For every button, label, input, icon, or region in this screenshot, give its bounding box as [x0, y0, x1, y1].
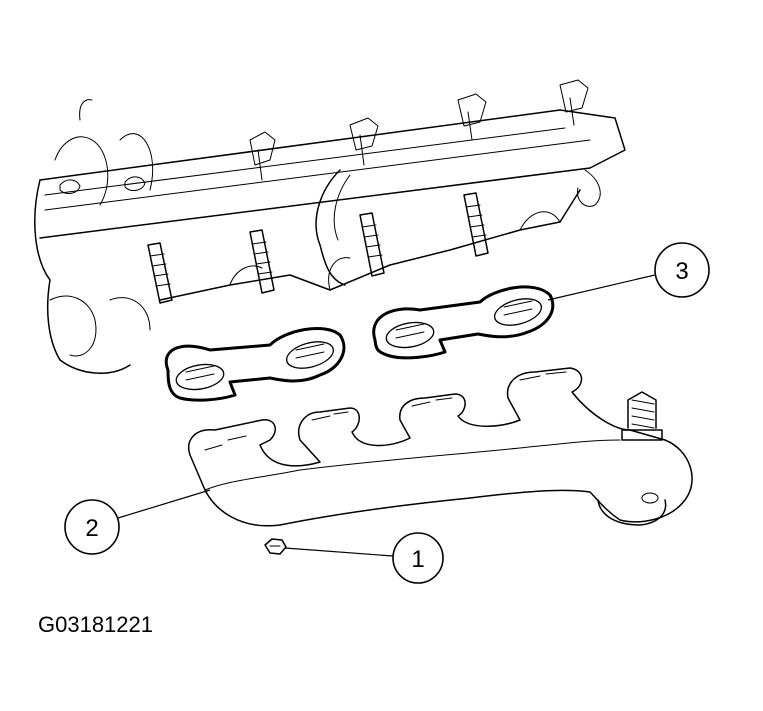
exhaust-port-studs: [147, 192, 489, 304]
svg-text:3: 3: [675, 258, 688, 285]
svg-text:1: 1: [411, 546, 424, 573]
gasket-right: [372, 285, 555, 360]
callout-1: 1: [392, 532, 444, 584]
leader-line-2: [117, 489, 211, 519]
callout-2: 2: [64, 499, 120, 555]
callout-3: 3: [654, 242, 710, 298]
rocker-studs: [59, 79, 589, 194]
exhaust-manifold: [188, 367, 693, 527]
figure-id-code: G03181221: [38, 612, 153, 637]
cylinder-head: [34, 79, 626, 374]
svg-text:2: 2: [85, 515, 98, 542]
gasket-left: [164, 327, 346, 402]
leader-line-1: [284, 547, 394, 557]
leader-line-3: [547, 274, 656, 301]
nut: [264, 538, 287, 555]
